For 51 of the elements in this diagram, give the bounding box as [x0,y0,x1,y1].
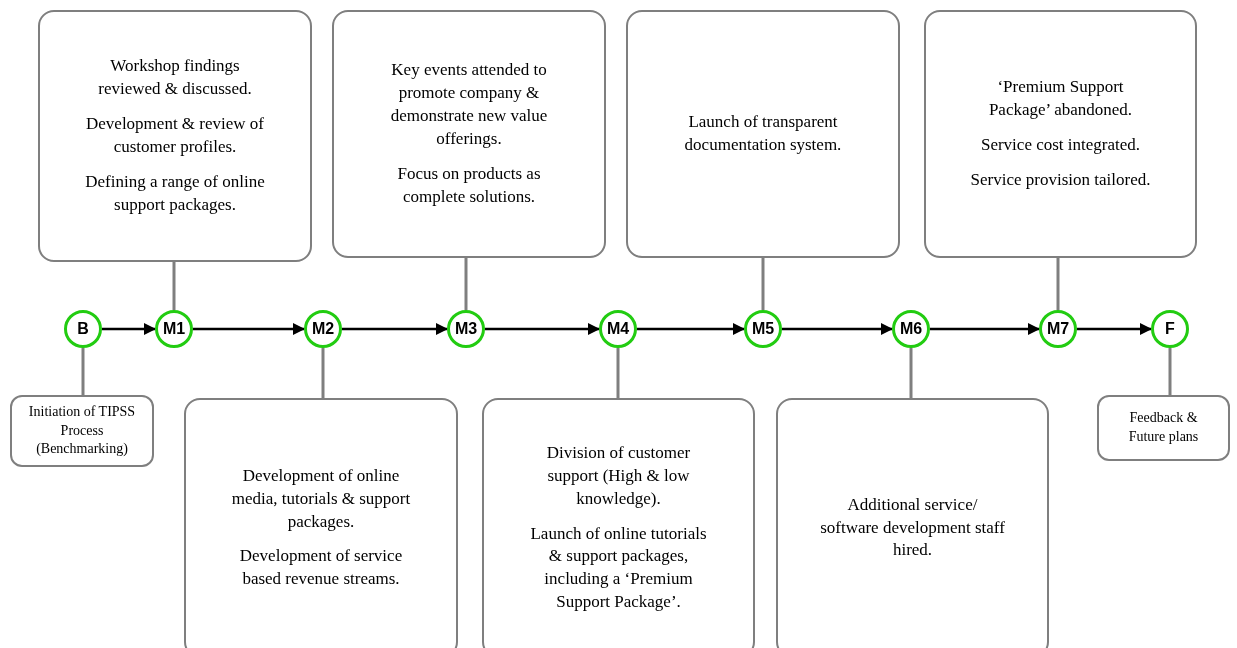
milestone-box [10,395,154,467]
connector-line [81,348,85,395]
milestone-text: Development of online media, tutorials & support packages. [230,464,412,533]
milestone-text: Development & review of customer profiles. [85,113,265,158]
milestone-text: Workshop findings reviewed & discussed. [97,55,253,101]
milestone-text: Service provision tailored. [970,168,1151,191]
milestone-circle: M3 [447,310,485,348]
arrow [782,323,893,335]
milestone-text: Feedback & Future plans [1127,409,1200,446]
milestone-circle: M4 [599,310,637,348]
connector-line [761,258,765,310]
arrow [637,323,745,335]
milestone-text: Development of service based revenue streams. [238,545,404,591]
milestone-text: Focus on products as complete solutions. [396,162,542,208]
milestone-circle: M1 [155,310,193,348]
arrow [102,323,156,335]
arrow [485,323,600,335]
milestone-circle: M6 [892,310,930,348]
milestone-box [776,398,1049,648]
connector-line [909,348,913,398]
milestone-text: Initiation of TIPSS Process (Benchmarking) [27,402,137,459]
connector-line [1168,348,1172,395]
milestone-circle: F [1151,310,1189,348]
milestone-box [38,10,312,262]
connector-line [616,348,620,398]
arrow [342,323,448,335]
connector-line [1056,258,1060,310]
milestone-text: Additional service/ software development staff hired. [819,493,1006,562]
milestone-text: Key events attended to promote company & demonstrate new value offerings. [389,59,549,150]
arrow [1077,323,1152,335]
milestone-box [482,398,755,648]
milestone-box [184,398,458,648]
milestone-text: Service cost integrated. [980,134,1141,156]
arrow [193,323,305,335]
milestone-box [626,10,900,258]
milestone-circle: M5 [744,310,782,348]
milestone-text: Launch of online tutorials & support packages, including a ‘Premium Support Package’. [529,522,708,614]
connector-line [172,262,176,310]
milestone-circle: M7 [1039,310,1077,348]
milestone-box [332,10,606,258]
arrow [930,323,1040,335]
connector-line [321,348,325,398]
milestone-text: Defining a range of online support packages. [84,170,266,216]
milestone-box [924,10,1197,258]
milestone-text: Launch of transparent documentation system. [683,111,843,156]
connector-line [464,258,468,310]
milestone-box [1097,395,1230,461]
milestone-text: Division of customer support (High & low knowledge). [545,441,692,510]
milestone-circle: B [64,310,102,348]
milestone-text: ‘Premium Support Package’ abandoned. [987,76,1134,122]
milestone-circle: M2 [304,310,342,348]
